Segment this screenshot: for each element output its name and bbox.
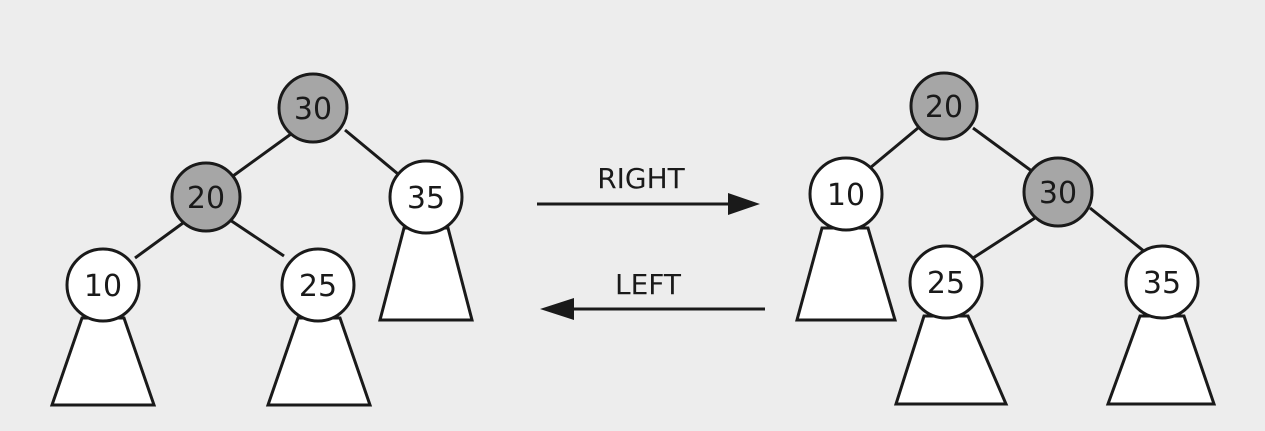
right-node-30-label: 30	[1039, 176, 1077, 211]
right-node-35-label: 35	[1143, 266, 1181, 301]
left-subtree-25	[265, 316, 373, 407]
edge-20-30-right	[972, 126, 1034, 174]
right-node-35: 35	[1124, 244, 1200, 320]
left-node-10-label: 10	[84, 269, 122, 304]
right-node-35-circle	[1124, 244, 1200, 320]
right-subtree-10	[795, 226, 898, 322]
right-node-30-circle	[1022, 156, 1094, 228]
rotation-arrows: RIGHT LEFT	[537, 162, 765, 320]
right-node-25: 25	[908, 244, 984, 320]
left-node-30-circle	[277, 72, 349, 144]
right-node-30: 30	[1022, 156, 1094, 228]
right-subtree-35	[1105, 314, 1217, 406]
left-node-20: 20	[170, 161, 242, 233]
left-node-20-circle	[170, 161, 242, 233]
left-subtree-10	[49, 316, 157, 407]
right-node-20-circle	[909, 71, 979, 141]
right-node-10: 10	[808, 156, 884, 232]
right-tree: 20 10 30 25 35	[795, 71, 1217, 406]
left-node-25-label: 25	[299, 269, 337, 304]
right-node-25-label: 25	[927, 266, 965, 301]
right-node-10-label: 10	[827, 178, 865, 213]
edge-20-10-right	[869, 126, 919, 170]
right-arrow-head	[728, 193, 760, 215]
right-node-10-circle	[808, 156, 884, 232]
left-tree: 30 20 35 10 25	[49, 72, 474, 407]
left-node-25: 25	[280, 247, 356, 323]
right-subtree-25	[893, 314, 1009, 406]
left-node-10-circle	[65, 247, 141, 323]
edge-20-25	[229, 218, 285, 258]
edge-30-35-right	[1089, 206, 1151, 258]
left-node-30-label: 30	[294, 92, 332, 127]
right-node-25-circle	[908, 244, 984, 320]
right-rotation-label: RIGHT	[597, 162, 685, 195]
edge-30-20	[232, 132, 292, 178]
edge-30-25-right	[969, 216, 1036, 262]
left-subtree-35	[378, 226, 474, 322]
left-node-35: 35	[388, 159, 464, 235]
right-node-20-label: 20	[925, 90, 963, 125]
right-node-20: 20	[909, 71, 979, 141]
left-node-20-label: 20	[187, 181, 225, 216]
left-rotation-label: LEFT	[615, 268, 682, 301]
left-node-35-label: 35	[407, 181, 445, 216]
left-node-30: 30	[277, 72, 349, 144]
left-arrow-head	[540, 298, 574, 320]
left-node-10: 10	[65, 247, 141, 323]
edge-30-35	[344, 128, 399, 176]
edge-20-10	[134, 221, 184, 260]
left-node-25-circle	[280, 247, 356, 323]
left-node-35-circle	[388, 159, 464, 235]
